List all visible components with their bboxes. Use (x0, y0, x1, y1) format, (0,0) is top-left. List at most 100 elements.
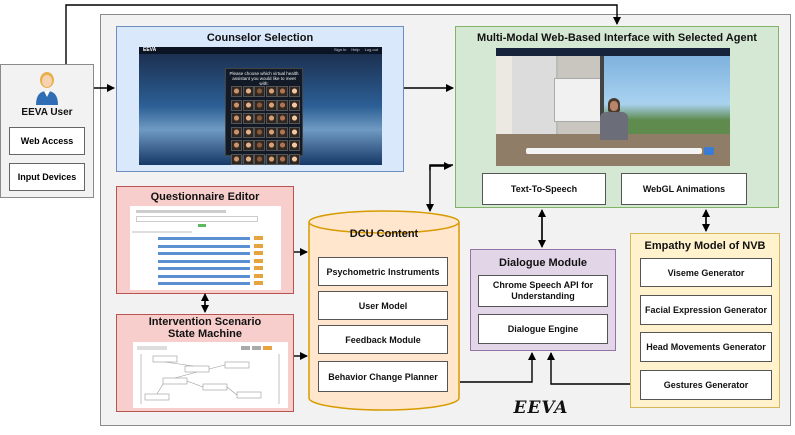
intervention-panel: Intervention Scenario State Machine (116, 314, 294, 412)
agent-thumbnail[interactable] (231, 126, 242, 138)
agent-thumbnail[interactable] (242, 113, 254, 124)
questionnaire-screenshot (130, 206, 281, 290)
q-row (158, 252, 250, 255)
intervention-title-line2: State Machine (168, 328, 242, 340)
q-row (158, 282, 250, 285)
agent-thumbnail[interactable] (242, 153, 254, 165)
agent-thumbnail[interactable] (231, 140, 242, 151)
agent-thumbnail[interactable] (288, 86, 300, 97)
q-row (158, 259, 250, 263)
agent-thumbnail[interactable] (265, 86, 277, 97)
user-avatar-icon (36, 72, 58, 105)
input-devices-box: Input Devices (9, 163, 85, 191)
agent-thumbnail[interactable] (254, 140, 265, 151)
q-row-btn (254, 251, 263, 255)
agent-thumbnail[interactable] (242, 140, 254, 151)
agent-thumbnail[interactable] (288, 140, 300, 151)
agent-thumbnail[interactable] (277, 153, 288, 165)
eeva-user-panel: EEVA User Web Access Input Devices (0, 64, 94, 198)
agent-thumbnail[interactable] (265, 99, 277, 111)
dialogue-panel: Dialogue Module Chrome Speech API for Un… (470, 249, 616, 351)
dialogue-engine-box: Dialogue Engine (478, 314, 608, 344)
eeva-logo: EEVA (513, 398, 569, 418)
agent-thumbnail[interactable] (288, 113, 300, 124)
behavior-change-box: Behavior Change Planner (318, 361, 448, 392)
arrow-user-to-interface (65, 4, 621, 64)
speech-api-box: Chrome Speech API for Understanding (478, 275, 608, 307)
agent-thumbnail[interactable] (231, 113, 242, 124)
psychometric-box: Psychometric Instruments (318, 257, 448, 286)
questionnaire-panel: Questionnaire Editor (116, 186, 294, 294)
q-row-btn (254, 281, 263, 285)
q-header (136, 210, 226, 213)
q-add (198, 224, 206, 227)
web-access-box: Web Access (9, 127, 85, 155)
agent-body (600, 112, 628, 140)
nav-links: Sign In Help Log out (334, 47, 378, 52)
agent-thumbnail[interactable] (277, 140, 288, 151)
agent-thumbnail[interactable] (254, 86, 265, 97)
agent-thumbnail[interactable] (277, 86, 288, 97)
multimodal-panel: Multi-Modal Web-Based Interface with Sel… (455, 26, 779, 208)
agent-thumbnail[interactable] (242, 99, 254, 111)
nav-link-help[interactable]: Help (351, 47, 360, 52)
state-machine-screenshot (133, 342, 288, 408)
agent-thumbnail[interactable] (265, 140, 277, 151)
agent-chooser: Please choose which virtual health assis… (225, 68, 303, 165)
q-row-btn (254, 243, 263, 248)
agent-thumbnail[interactable] (265, 113, 277, 124)
dcu-title: DCU Content (349, 228, 419, 240)
counselor-title: Counselor Selection (206, 32, 314, 44)
empathy-title: Empathy Model of NVB (644, 240, 766, 252)
q-field (136, 216, 258, 222)
q-row-btn (254, 258, 263, 263)
agent-thumbnail[interactable] (277, 113, 288, 124)
viseme-box: Viseme Generator (640, 258, 772, 287)
send-button[interactable] (704, 147, 714, 155)
agent-thumbnail[interactable] (254, 99, 265, 111)
gestures-box: Gestures Generator (640, 370, 772, 400)
nav-brand: EEVA (143, 47, 157, 53)
nav-link-signin[interactable]: Sign In (333, 47, 347, 52)
agent-interface-screenshot (496, 48, 730, 166)
agent-thumbnail[interactable] (231, 99, 242, 111)
q-row (158, 267, 250, 270)
q-row (158, 274, 250, 278)
multimodal-title: Multi-Modal Web-Based Interface with Sel… (477, 32, 757, 44)
chat-input[interactable] (526, 148, 702, 154)
arrow-dcu-to-dialogue (460, 352, 536, 383)
agent-thumbnail[interactable] (288, 153, 300, 165)
q-row (158, 237, 250, 240)
agent-thumbnail[interactable] (277, 99, 288, 111)
counselor-selection-panel: Counselor Selection EEVA Sign In Help Lo… (116, 26, 404, 172)
agent-thumbnail[interactable] (254, 153, 265, 165)
agent-thumbnail[interactable] (242, 126, 254, 138)
q-row (158, 244, 250, 248)
agent-thumbnail[interactable] (231, 86, 242, 97)
agent-thumbnail[interactable] (288, 126, 300, 138)
agent-thumbnail[interactable] (254, 113, 265, 124)
intervention-title-line1: Intervention Scenario (148, 316, 262, 328)
chooser-prompt: Please choose which virtual health assis… (229, 71, 299, 86)
agent-thumbnail[interactable] (242, 86, 254, 97)
webgl-box: WebGL Animations (621, 173, 747, 205)
user-model-box: User Model (318, 291, 448, 320)
head-movements-box: Head Movements Generator (640, 332, 772, 362)
intervention-title: Intervention Scenario State Machine (117, 316, 293, 340)
agent-thumbnail[interactable] (288, 99, 300, 111)
arrow-interface-to-dcu (426, 164, 453, 212)
arrow-empathy-to-dialogue (547, 352, 630, 385)
nav-link-logout[interactable]: Log out (364, 47, 378, 52)
q-label (132, 231, 192, 233)
q-row-btn (254, 273, 263, 278)
q-row-btn (254, 266, 263, 270)
questionnaire-title: Questionnaire Editor (150, 191, 260, 203)
agent-thumbnail[interactable] (265, 153, 277, 165)
agent-thumbnail[interactable] (277, 126, 288, 138)
agent-thumbnail[interactable] (231, 153, 242, 165)
facial-expression-box: Facial Expression Generator (640, 295, 772, 325)
user-title: EEVA User (21, 107, 73, 118)
agent-thumbnail[interactable] (254, 126, 265, 138)
agent-thumbnail[interactable] (265, 126, 277, 138)
